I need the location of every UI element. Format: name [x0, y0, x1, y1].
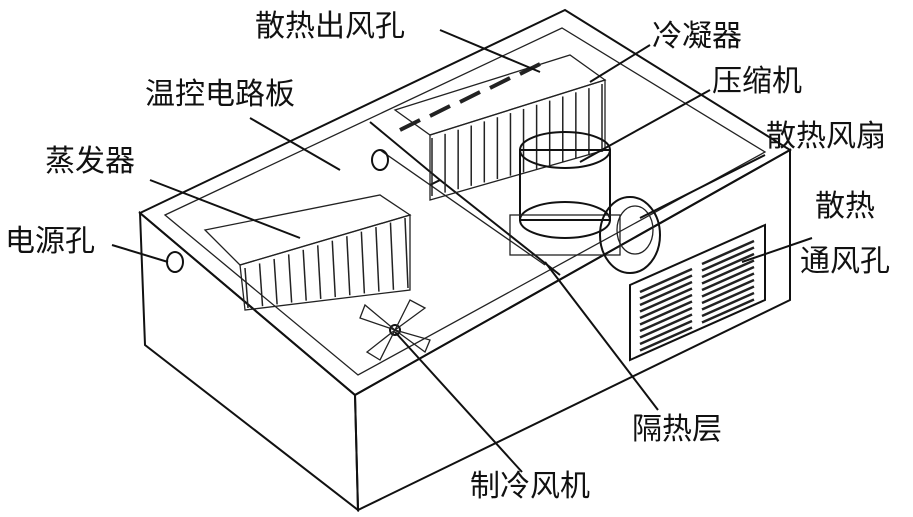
label-control-board: 温控电路板 [145, 77, 295, 112]
refrigeration-fan-drawing [359, 299, 431, 361]
grille-slot [639, 326, 693, 352]
grille-slot [639, 274, 693, 300]
exhaust-slot [519, 62, 541, 76]
compressor-drawing [509, 131, 621, 256]
label-exhaust-vent: 散热出风孔 [255, 9, 405, 44]
grille-slot [639, 300, 693, 326]
evaporator-drawing [203, 194, 412, 311]
evaporator-fin [302, 249, 307, 301]
grille-slot [639, 287, 693, 313]
label-refrigeration-fan: 制冷风机 [470, 469, 590, 504]
grille-slot [701, 272, 755, 298]
evaporator-fin [375, 227, 380, 292]
grille-slot [701, 298, 755, 324]
condenser-drawing [393, 54, 607, 201]
label-insulation: 隔热层 [632, 412, 722, 447]
power-hole-drawing [166, 251, 184, 273]
evaporator-fin [258, 263, 264, 307]
grille-slot [701, 246, 755, 272]
evaporator-fin [244, 267, 249, 309]
exhaust-slot [489, 76, 511, 90]
exhaust-slot [459, 90, 481, 104]
evaporator-fin [360, 231, 366, 294]
grille-slot [639, 319, 693, 346]
evaporator-fin [404, 217, 409, 289]
label-vent-line1: 散热 [815, 189, 875, 224]
exhaust-slot [399, 118, 421, 132]
label-vent-line2: 通风孔 [800, 244, 890, 279]
exhaust-vent-slots [399, 62, 541, 132]
grille-slot [701, 278, 755, 305]
grille-slot [639, 280, 693, 307]
grille-slot [701, 259, 755, 285]
grille-slot [639, 313, 693, 339]
label-condenser: 冷凝器 [652, 19, 742, 54]
insulation-divider [369, 121, 561, 276]
evaporator-fin [346, 236, 351, 296]
grille-slot [639, 306, 693, 333]
evaporator-fin [389, 222, 395, 290]
evaporator-fin [287, 254, 293, 303]
side-vent-grille [629, 223, 766, 362]
box-outline [138, 8, 792, 513]
grille-slot [639, 267, 693, 294]
label-power-hole: 电源孔 [5, 224, 95, 259]
grille-slot [701, 252, 755, 279]
evaporator-fin [273, 258, 278, 305]
exhaust-slot [429, 104, 451, 118]
grille-slot [701, 285, 755, 311]
evaporator-fin [316, 245, 322, 299]
label-cooling-fan: 散热风扇 [766, 119, 886, 154]
label-evaporator: 蒸发器 [45, 144, 135, 179]
grille-slot [701, 291, 755, 318]
grille-slot [701, 239, 755, 266]
cooling-fan-drawing [599, 196, 661, 274]
evaporator-fin [331, 240, 337, 298]
grille-slot [701, 265, 755, 292]
leader-lines [111, 29, 813, 473]
label-compressor: 压缩机 [712, 64, 802, 99]
grille-slot [639, 293, 693, 320]
